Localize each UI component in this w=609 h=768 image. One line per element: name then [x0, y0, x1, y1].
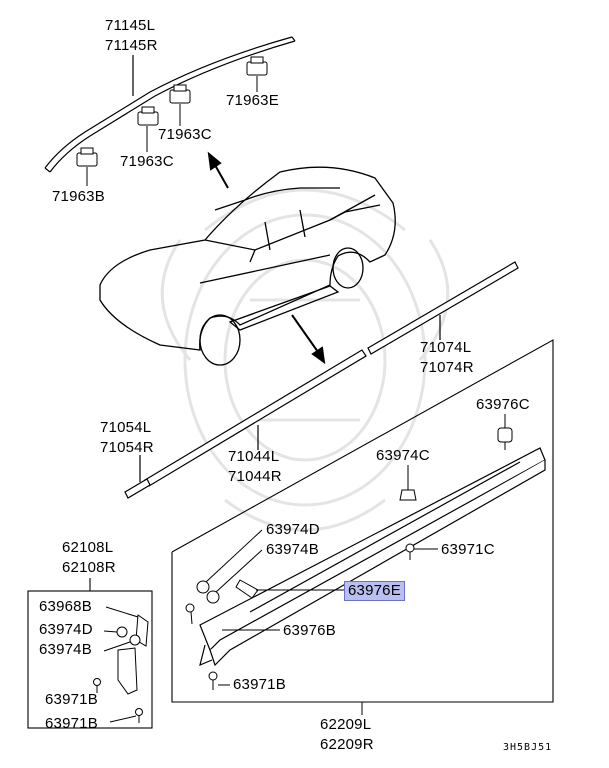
label-71145L: 71145L [105, 17, 156, 34]
label-62108L: 62108L [62, 539, 114, 556]
label-63971B-main: 63971B [233, 676, 286, 693]
label-63976C: 63976C [476, 396, 530, 413]
label-63968B: 63968B [39, 598, 92, 615]
label-63974B-box: 63974B [39, 641, 92, 658]
label-63974D-box: 63974D [39, 621, 93, 638]
label-62108R: 62108R [62, 559, 116, 576]
label-71963E: 71963E [226, 92, 279, 109]
side-sill-62209 [199, 447, 546, 667]
side-molding-71074 [367, 261, 519, 355]
label-62209L: 62209L [320, 716, 372, 733]
label-71054R: 71054R [100, 439, 154, 456]
label-71963C-upper: 71963C [158, 126, 212, 143]
label-63974D: 63974D [266, 521, 320, 538]
label-71044L: 71044L [228, 448, 280, 465]
label-63976E-highlighted[interactable]: 63976E [344, 581, 405, 601]
bracket-box-62108 [27, 578, 153, 729]
label-63971B-box-2: 63971B [45, 715, 98, 732]
clip-63974B [206, 549, 263, 604]
roof-molding-71145 [44, 36, 296, 173]
clip-71963C-lower [137, 106, 159, 152]
direction-arrows [207, 151, 326, 365]
clip-71963C-upper [169, 84, 191, 126]
watermark-emblem [160, 188, 450, 532]
label-71074L: 71074L [420, 339, 472, 356]
side-molding-71044 [144, 349, 367, 487]
clip-63974D [196, 529, 263, 594]
label-71963B: 71963B [52, 188, 105, 205]
sill-assembly-frame [171, 339, 554, 703]
label-63974B: 63974B [266, 541, 319, 558]
bracket-parts-62108 [93, 606, 149, 723]
label-71054L: 71054L [100, 419, 152, 436]
screw-63971B-main [208, 671, 230, 690]
label-63971C: 63971C [441, 541, 495, 558]
clip-71963B [76, 147, 98, 186]
diagram-code: 3H5BJ51 [503, 742, 553, 753]
label-63976B: 63976B [283, 622, 336, 639]
label-71963C-lower: 71963C [120, 153, 174, 170]
label-71044R: 71044R [228, 468, 282, 485]
clip-63976C [497, 414, 513, 450]
label-62209R: 62209R [320, 736, 374, 753]
clip-63976B [185, 603, 280, 631]
clip-63974C [399, 465, 417, 501]
label-71074R: 71074R [420, 359, 474, 376]
clip-63976E [235, 579, 344, 599]
clip-71963E [246, 56, 268, 92]
label-63974C: 63974C [376, 447, 430, 464]
side-molding-71054 [124, 455, 151, 499]
label-63971B-box-1: 63971B [45, 691, 98, 708]
label-71145R: 71145R [105, 37, 158, 54]
car-body [99, 166, 396, 366]
screw-63971C [405, 543, 438, 560]
